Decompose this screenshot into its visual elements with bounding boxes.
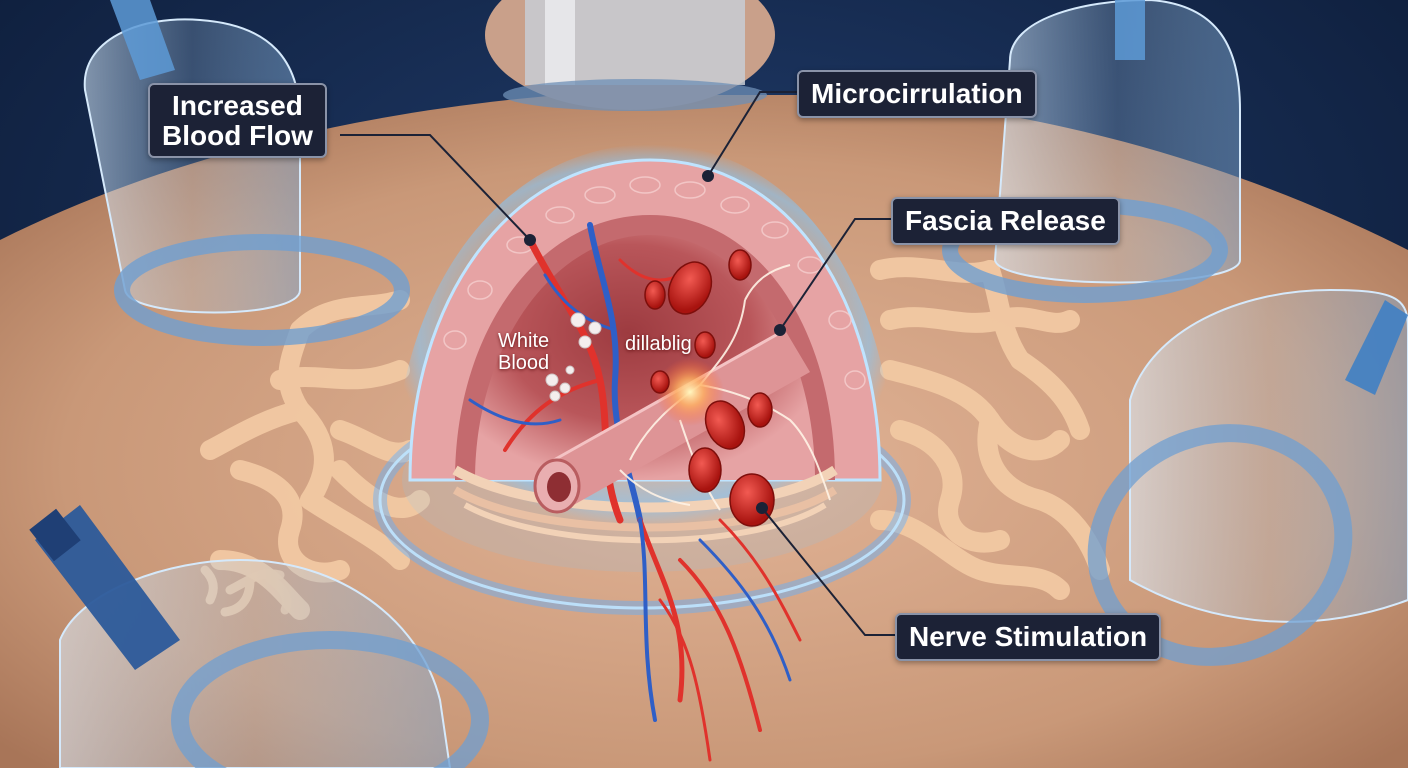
increased-blood-flow-line2: Blood Flow	[162, 120, 313, 151]
increased-blood-flow-label: Increased Blood Flow	[148, 83, 327, 158]
cup-top	[503, 0, 767, 111]
increased-blood-flow-line1: Increased	[172, 90, 303, 121]
white-blood-line1: White	[498, 330, 550, 352]
nerve-stimulation-label: Nerve Stimulation	[895, 613, 1162, 661]
white-blood-cells	[545, 312, 602, 402]
microcirculation-label: Microcirrulation	[797, 70, 1037, 118]
blood-vessels	[468, 222, 802, 762]
dilating-label: dillablig	[625, 333, 692, 355]
white-blood-label: White Blood	[498, 330, 549, 374]
fascia-network-right	[870, 257, 1110, 600]
leader-lines	[340, 91, 895, 636]
cup-bottom-left	[29, 505, 489, 768]
cup-right	[1087, 288, 1408, 666]
fascia-release-label: Fascia Release	[891, 197, 1120, 245]
white-blood-line2: Blood	[498, 352, 550, 374]
